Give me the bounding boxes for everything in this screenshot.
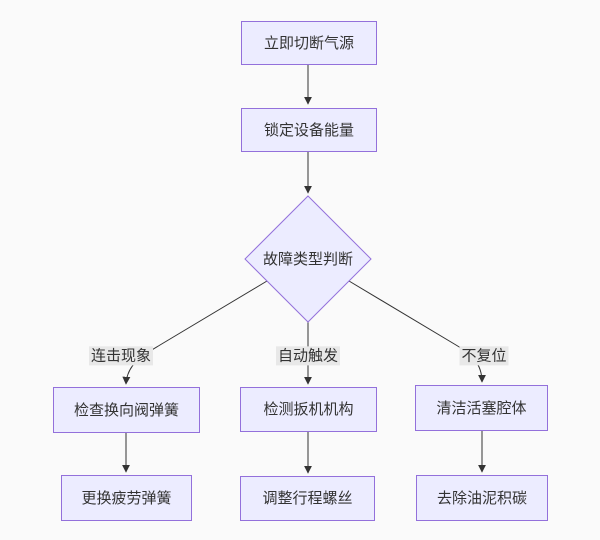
node-adjust-screw-label: 调整行程螺丝 — [262, 490, 353, 507]
node-clean-piston-label: 清洁活塞腔体 — [436, 399, 527, 417]
decision-diamond-shape — [244, 195, 372, 323]
node-check-trigger-label: 检测扳机机构 — [263, 401, 354, 418]
node-replace-spring-label: 更换疲劳弹簧 — [81, 489, 172, 507]
node-clean-piston: 清洁活塞腔体 — [415, 385, 548, 431]
node-lock-energy: 锁定设备能量 — [241, 108, 377, 152]
edge-fault-type-to-check-valve-spring — [122, 280, 268, 385]
node-check-trigger: 检测扳机机构 — [240, 387, 377, 432]
node-fault-type-label: 故障类型判断 — [262, 251, 353, 268]
node-check-valve-spring: 检查换向阀弹簧 — [53, 387, 200, 433]
node-lock-energy-label: 锁定设备能量 — [263, 121, 354, 139]
node-check-valve-spring-label: 检查换向阀弹簧 — [73, 401, 179, 419]
node-cut-gas-label: 立即切断气源 — [263, 34, 354, 52]
node-cut-gas: 立即切断气源 — [241, 21, 377, 65]
edge-label-zidong: 自动触发 — [275, 346, 341, 366]
node-remove-carbon: 去除油泥积碳 — [416, 475, 548, 521]
edge-fault-type-to-clean-piston — [348, 280, 486, 383]
node-adjust-screw: 调整行程螺丝 — [240, 476, 375, 521]
edge-label-bufuwei: 不复位 — [459, 346, 509, 366]
node-replace-spring: 更换疲劳弹簧 — [61, 475, 192, 521]
node-remove-carbon-label: 去除油泥积碳 — [436, 489, 527, 507]
edge-label-lianji: 连击现象 — [88, 346, 154, 366]
